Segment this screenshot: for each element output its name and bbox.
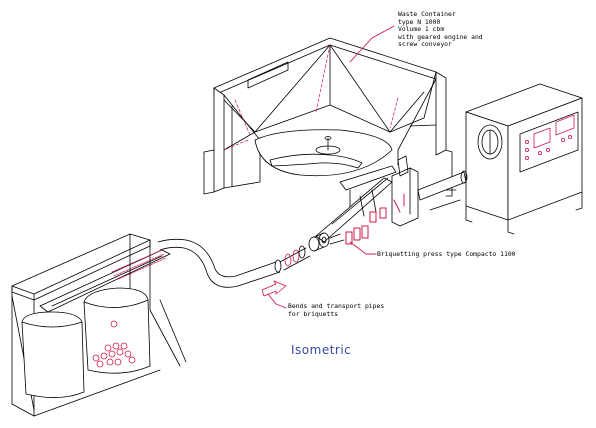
waste-container-label: Waste Container type N 1000 Volume 1 cbm… — [398, 10, 483, 49]
waste-container — [203, 37, 457, 197]
control-cabinet — [465, 83, 583, 235]
press-label: Briquetting press type Compacto 1100 — [377, 250, 516, 258]
pipes-label-line1: Bends and transport pipes — [288, 302, 385, 310]
view-title: Isometric — [291, 343, 352, 357]
waste-container-label-line2: type N 1000 — [398, 17, 441, 26]
waste-container-label-line5: screw conveyor — [398, 40, 452, 49]
leader-lines — [267, 25, 395, 309]
waste-container-label-line1: Waste Container — [398, 10, 456, 18]
waste-container-label-line3: Volume 1 cbm — [398, 25, 445, 34]
transport-pipes — [157, 238, 311, 297]
pipes-label: Bends and transport pipes for briquetts — [288, 302, 385, 318]
briquetting-press — [308, 155, 468, 252]
pipes-label-line2: for briquetts — [288, 309, 339, 318]
briquette-ramp — [11, 233, 187, 417]
waste-container-label-line4: with geared engine and — [398, 32, 483, 41]
